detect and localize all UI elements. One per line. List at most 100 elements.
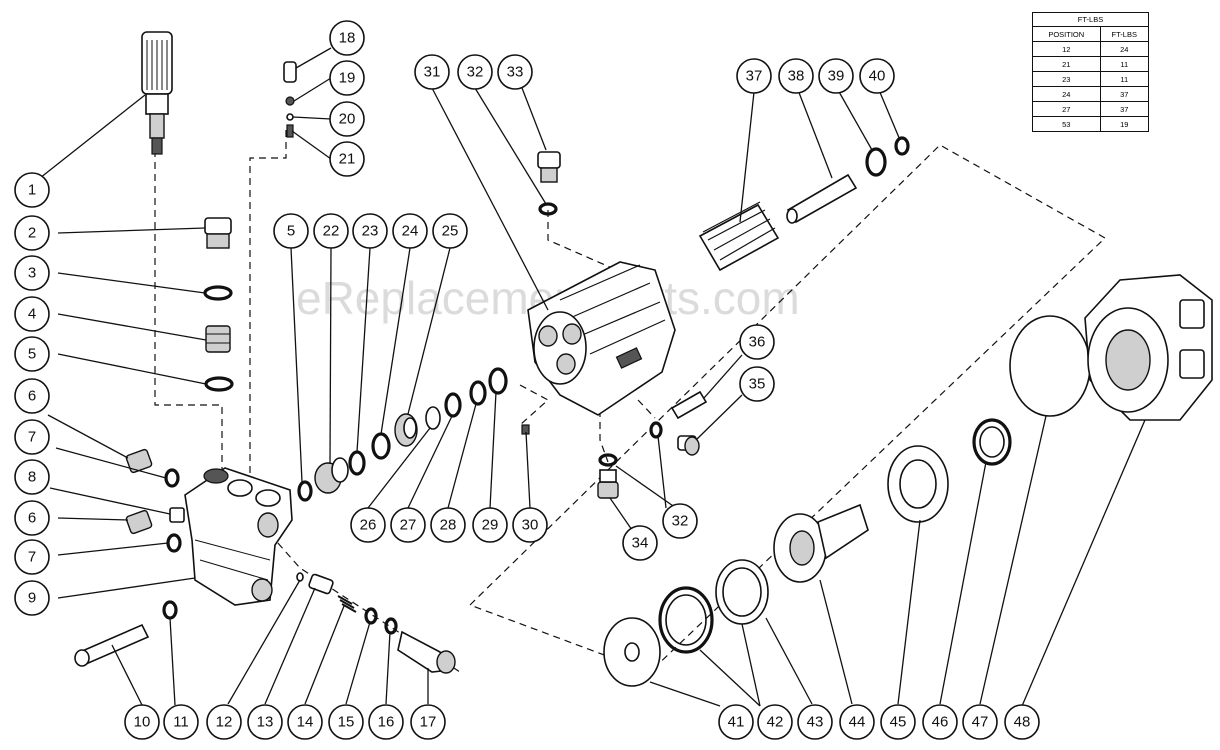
svg-text:46: 46 — [932, 714, 949, 731]
svg-text:7: 7 — [28, 549, 36, 566]
torque-value-cell: 11 — [1099, 56, 1150, 72]
part-10-bolt — [74, 623, 150, 667]
part-9-manifold — [184, 467, 293, 606]
part-18-fitting — [283, 61, 297, 83]
svg-text:44: 44 — [849, 714, 866, 731]
part-12-ball — [296, 572, 304, 582]
svg-text:28: 28 — [440, 517, 457, 534]
svg-text:1: 1 — [28, 182, 36, 199]
callout-13: 13 — [247, 704, 283, 740]
callout-46: 46 — [922, 704, 958, 740]
callout-40: 40 — [859, 58, 895, 94]
torque-position-cell: 27 — [1032, 101, 1101, 117]
svg-text:8: 8 — [28, 469, 36, 486]
svg-text:48: 48 — [1014, 714, 1031, 731]
svg-text:24: 24 — [402, 223, 419, 240]
callout-42: 42 — [757, 704, 793, 740]
part-28-ring — [469, 380, 487, 406]
callout-15: 15 — [328, 704, 364, 740]
svg-text:19: 19 — [339, 70, 356, 87]
part-37-spring — [698, 201, 780, 272]
svg-text:32: 32 — [672, 513, 689, 530]
torque-value-cell: 24 — [1099, 41, 1150, 57]
part-43-washer — [715, 559, 769, 625]
part-6-plug-lower — [125, 509, 153, 535]
callout-7b: 7 — [14, 539, 50, 575]
torque-header-position: POSITION — [1032, 26, 1101, 42]
part-33-oil-plug — [537, 151, 561, 183]
svg-text:22: 22 — [323, 223, 340, 240]
torque-value-cell: 19 — [1099, 116, 1150, 132]
torque-value-cell: 37 — [1099, 101, 1150, 117]
callout-14: 14 — [287, 704, 323, 740]
svg-text:41: 41 — [728, 714, 745, 731]
callout-2: 2 — [14, 215, 50, 251]
svg-text:5: 5 — [28, 346, 36, 363]
callout-16: 16 — [368, 704, 404, 740]
part-19-ball — [285, 96, 295, 106]
part-5-o-ring-lower — [297, 480, 313, 502]
part-41-thrust-washer — [603, 617, 661, 687]
part-39-washer — [865, 147, 887, 177]
callout-34: 34 — [622, 525, 658, 561]
torque-position-cell: 24 — [1032, 86, 1101, 102]
svg-text:21: 21 — [339, 151, 356, 168]
svg-text:3: 3 — [28, 265, 36, 282]
callout-1: 1 — [14, 172, 50, 208]
callout-23: 23 — [352, 213, 388, 249]
svg-text:6: 6 — [28, 510, 36, 527]
part-38-rod — [786, 173, 858, 224]
callout-32: 32 — [457, 54, 493, 90]
callout-32b: 32 — [662, 503, 698, 539]
svg-text:45: 45 — [890, 714, 907, 731]
part-1-adjuster-knob — [141, 31, 173, 155]
callout-33: 33 — [497, 54, 533, 90]
svg-text:26: 26 — [360, 517, 377, 534]
part-2-plug — [204, 217, 232, 249]
leader-lines — [39, 47, 1146, 707]
torque-position-cell: 12 — [1032, 41, 1101, 57]
callout-30: 30 — [512, 507, 548, 543]
part-22-valve-cage — [314, 457, 349, 494]
part-26-seal — [425, 406, 441, 430]
svg-text:30: 30 — [522, 517, 539, 534]
callout-6b: 6 — [14, 500, 50, 536]
part-6-plug-upper — [125, 448, 153, 474]
svg-text:10: 10 — [134, 714, 151, 731]
svg-text:18: 18 — [339, 30, 356, 47]
callout-22: 22 — [313, 213, 349, 249]
svg-text:13: 13 — [257, 714, 274, 731]
torque-value-cell: 37 — [1099, 86, 1150, 102]
callout-47: 47 — [962, 704, 998, 740]
part-14-spring — [337, 595, 357, 613]
torque-position-cell: 23 — [1032, 71, 1101, 87]
svg-text:32: 32 — [467, 64, 484, 81]
svg-text:23: 23 — [362, 223, 379, 240]
svg-text:17: 17 — [420, 714, 437, 731]
callout-18: 18 — [329, 20, 365, 56]
part-7-ring-lower — [166, 533, 182, 553]
svg-text:34: 34 — [632, 535, 649, 552]
callout-3: 3 — [14, 255, 50, 291]
torque-value-cell: 11 — [1099, 71, 1150, 87]
part-17-outlet-fitting — [397, 630, 456, 674]
callout-8: 8 — [14, 459, 50, 495]
callout-44: 44 — [839, 704, 875, 740]
svg-text:15: 15 — [338, 714, 355, 731]
callout-19: 19 — [329, 60, 365, 96]
callout-31: 31 — [414, 54, 450, 90]
callout-48: 48 — [1004, 704, 1040, 740]
part-5-o-ring-upper — [204, 376, 234, 392]
torque-header-ftlbs: FT-LBS — [1099, 26, 1150, 42]
svg-text:16: 16 — [378, 714, 395, 731]
svg-text:4: 4 — [28, 306, 36, 323]
part-34-drain-plug — [597, 469, 619, 499]
part-32-o-ring-top — [538, 202, 558, 216]
